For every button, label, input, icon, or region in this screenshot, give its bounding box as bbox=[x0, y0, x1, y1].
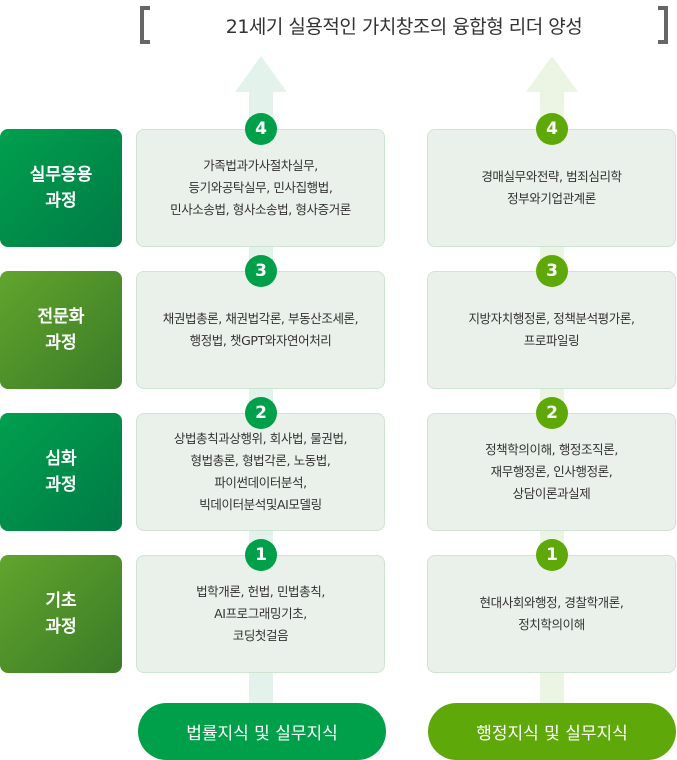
admin-course-card: 정책학의이해, 행정조직론, 재무행정론, 인사행정론, 상담이론과실제 bbox=[427, 413, 676, 531]
admin-course-card: 경매실무와전략, 범죄심리학 정부와기업관계론 bbox=[427, 129, 676, 247]
track-law: 법률지식 및 실무지식 bbox=[138, 703, 386, 760]
level-label: 심화 과정 bbox=[0, 413, 122, 531]
step-number-badge: 4 bbox=[245, 113, 277, 145]
level-label: 기초 과정 bbox=[0, 555, 122, 673]
admin-course-card: 현대사회와행정, 경찰학개론, 정치학의이해 bbox=[427, 555, 676, 673]
law-course-card: 가족법과가사절차실무, 등기와공탁실무, 민사집행법, 민사소송법, 형사소송법… bbox=[136, 129, 385, 247]
arrow-up-icon bbox=[526, 56, 578, 92]
admin-course-card: 지방자치행정론, 정책분석평가론, 프로파일링 bbox=[427, 271, 676, 389]
law-course-card: 법학개론, 헌법, 민법총칙, AI프로그래밍기초, 코딩첫걸음 bbox=[136, 555, 385, 673]
law-course-card: 채권법총론, 채권법각론, 부동산조세론, 행정법, 챗GPT와자연어처리 bbox=[136, 271, 385, 389]
page-title: 21세기 실용적인 가치창조의 융합형 리더 양성 bbox=[140, 6, 668, 44]
step-number-badge: 2 bbox=[536, 397, 568, 429]
arrow-up-icon bbox=[235, 56, 287, 92]
step-number-badge: 3 bbox=[536, 255, 568, 287]
level-label: 실무응용 과정 bbox=[0, 129, 122, 247]
bracket-right bbox=[658, 6, 668, 44]
title-text: 21세기 실용적인 가치창조의 융합형 리더 양성 bbox=[225, 15, 583, 38]
level-label: 전문화 과정 bbox=[0, 271, 122, 389]
step-number-badge: 1 bbox=[536, 539, 568, 571]
step-number-badge: 3 bbox=[245, 255, 277, 287]
step-number-badge: 2 bbox=[245, 397, 277, 429]
law-course-card: 상법총칙과상행위, 회사법, 물권법, 형법총론, 형법각론, 노동법, 파이썬… bbox=[136, 413, 385, 531]
step-number-badge: 4 bbox=[536, 113, 568, 145]
track-admin: 행정지식 및 실무지식 bbox=[428, 703, 676, 760]
bracket-left bbox=[140, 6, 150, 44]
step-number-badge: 1 bbox=[245, 539, 277, 571]
